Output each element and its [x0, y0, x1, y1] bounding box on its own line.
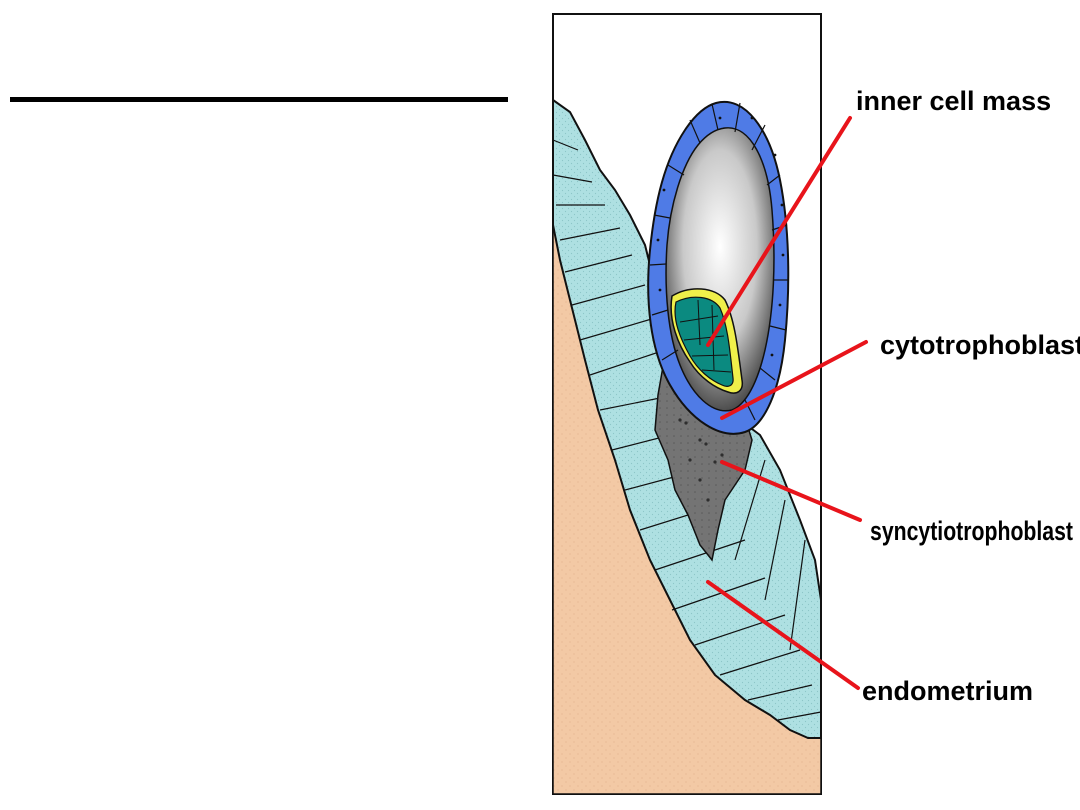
- label-inner-cell-mass: inner cell mass: [856, 86, 1051, 116]
- inner-cell-mass: [674, 296, 734, 387]
- label-endometrium: endometrium: [862, 676, 1033, 706]
- label-cytotrophoblast: cytotrophoblast: [880, 330, 1080, 360]
- label-syncytiotrophoblast: syncytiotrophoblast: [870, 516, 1073, 546]
- trophoblast-cells: [649, 102, 789, 421]
- pointer-endometrium: [706, 580, 860, 690]
- pointer-inner-cell-mass: [706, 116, 852, 347]
- trophoblast-nuclei: [656, 116, 785, 357]
- epithelial-cells: [552, 139, 822, 721]
- pointer-cytotrophoblast: [720, 340, 868, 420]
- pointer-syncytiotrophoblast: [720, 460, 862, 522]
- title-underline: [10, 97, 508, 102]
- pointer-lines: [706, 116, 868, 690]
- inner-cell-mass-cells: [679, 299, 732, 373]
